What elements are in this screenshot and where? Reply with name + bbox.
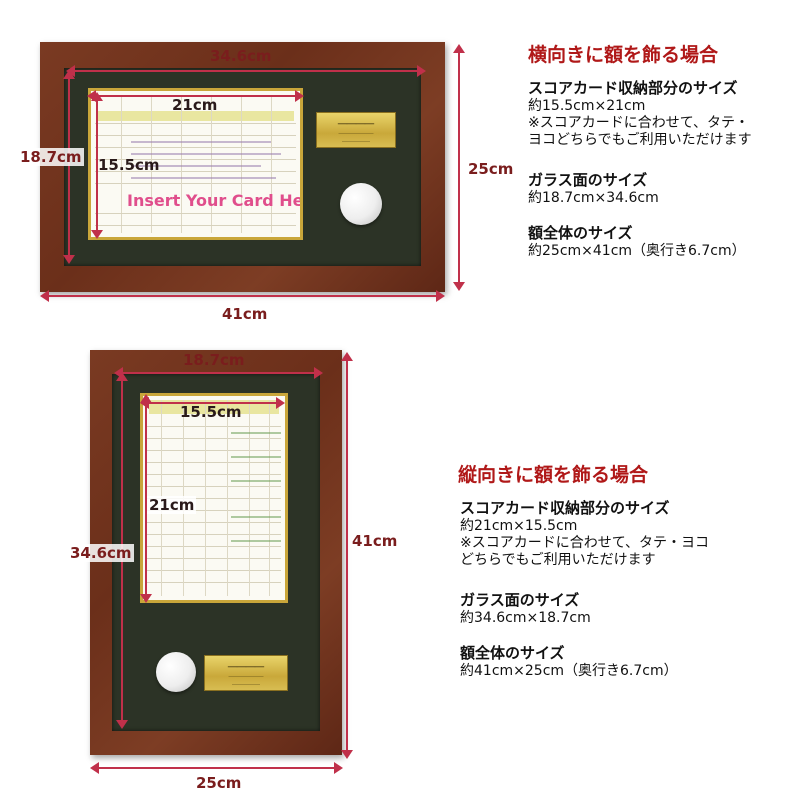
landscape-spec-glass: ガラス面のサイズ 約18.7cm×34.6cm	[528, 172, 790, 207]
arrowhead-right-icon	[436, 290, 445, 302]
spec-line: 約41cm×25cm（奥行き6.7cm）	[460, 663, 678, 679]
landscape-glass-height-arrow	[68, 78, 70, 256]
portrait-glass-width-label: 18.7cm	[183, 351, 245, 369]
portrait-frame-height-label: 41cm	[352, 532, 398, 550]
portrait-card-width-label: 15.5cm	[180, 403, 242, 421]
landscape-card-height-label: 15.5cm	[98, 156, 160, 174]
portrait-frame-height-arrow	[346, 360, 348, 750]
card-placeholder-text: Insert Your Card Here	[127, 191, 303, 210]
portrait-spec-card: スコアカード収納部分のサイズ 約21cm×15.5cm ※スコアカードに合わせて…	[460, 500, 790, 569]
arrowhead-left-icon	[140, 397, 149, 409]
spec-title: スコアカード収納部分のサイズ	[460, 499, 670, 517]
arrowhead-right-icon	[417, 65, 426, 77]
arrowhead-left-icon	[40, 290, 49, 302]
arrowhead-up-icon	[91, 92, 103, 101]
arrowhead-up-icon	[140, 394, 152, 403]
arrowhead-down-icon	[140, 594, 152, 603]
landscape-frame-width-label: 41cm	[222, 305, 268, 323]
portrait-card-width-arrow	[148, 402, 276, 404]
arrowhead-right-icon	[334, 762, 343, 774]
landscape-glass-height-label: 18.7cm	[18, 148, 84, 166]
spec-line: 約21cm×15.5cm	[460, 518, 578, 534]
landscape-card-width-label: 21cm	[172, 96, 218, 114]
landscape-spec-card: スコアカード収納部分のサイズ 約15.5cm×21cm ※スコアカードに合わせて…	[528, 80, 790, 149]
spec-line: 約25cm×41cm（奥行き6.7cm）	[528, 243, 746, 259]
landscape-spec-frame: 額全体のサイズ 約25cm×41cm（奥行き6.7cm）	[528, 225, 790, 260]
landscape-heading: 横向きに額を飾る場合	[528, 44, 719, 66]
portrait-frame-width-arrow	[98, 767, 334, 769]
spec-title: ガラス面のサイズ	[460, 591, 580, 609]
landscape-glass-width-arrow	[74, 70, 418, 72]
arrowhead-left-icon	[90, 762, 99, 774]
arrowhead-down-icon	[341, 750, 353, 759]
spec-line: ヨコどちらでもご利用いただけます	[528, 132, 752, 148]
landscape-frame-width-arrow	[48, 295, 436, 297]
landscape-glass-width-label: 34.6cm	[210, 47, 272, 65]
portrait-spec-glass: ガラス面のサイズ 約34.6cm×18.7cm	[460, 592, 790, 627]
spec-title: ガラス面のサイズ	[528, 171, 648, 189]
portrait-card-height-arrow	[145, 402, 147, 594]
portrait-spec-frame: 額全体のサイズ 約41cm×25cm（奥行き6.7cm）	[460, 645, 790, 680]
landscape-name-plate: ＿＿＿＿ ＿＿＿＿＿ ＿＿＿＿	[316, 112, 396, 148]
arrowhead-right-icon	[295, 90, 304, 102]
spec-line: 約34.6cm×18.7cm	[460, 610, 591, 626]
portrait-golf-ball	[156, 652, 196, 692]
spec-line: ※スコアカードに合わせて、タテ・ヨコ	[460, 535, 710, 551]
landscape-card-width-arrow	[95, 95, 295, 97]
spec-line: 約18.7cm×34.6cm	[528, 190, 659, 206]
arrowhead-down-icon	[453, 282, 465, 291]
arrowhead-right-icon	[314, 367, 323, 379]
arrowhead-down-icon	[91, 230, 103, 239]
landscape-scorecard: Insert Your Card Here	[88, 88, 303, 240]
spec-title: 額全体のサイズ	[460, 644, 565, 662]
portrait-frame-width-label: 25cm	[196, 774, 242, 792]
spec-line: 約15.5cm×21cm	[528, 98, 646, 114]
arrowhead-up-icon	[63, 70, 75, 79]
arrowhead-up-icon	[116, 372, 128, 381]
landscape-frame-height-arrow	[458, 52, 460, 282]
landscape-frame-height-label: 25cm	[468, 160, 514, 178]
portrait-card-height-label: 21cm	[147, 496, 197, 514]
arrowhead-up-icon	[453, 44, 465, 53]
portrait-glass-width-arrow	[122, 372, 314, 374]
portrait-heading: 縦向きに額を飾る場合	[458, 464, 649, 486]
landscape-golf-ball	[340, 183, 382, 225]
spec-title: スコアカード収納部分のサイズ	[528, 79, 738, 97]
arrowhead-down-icon	[63, 255, 75, 264]
arrowhead-right-icon	[276, 397, 285, 409]
landscape-card-height-arrow	[96, 100, 98, 230]
portrait-glass-height-label: 34.6cm	[68, 544, 134, 562]
spec-title: 額全体のサイズ	[528, 224, 633, 242]
arrowhead-down-icon	[116, 720, 128, 729]
arrowhead-up-icon	[341, 352, 353, 361]
spec-line: ※スコアカードに合わせて、タテ・	[528, 115, 750, 131]
spec-line: どちらでもご利用いただけます	[460, 552, 656, 568]
portrait-name-plate: ＿＿＿＿ ＿＿＿＿＿ ＿＿＿＿	[204, 655, 288, 691]
